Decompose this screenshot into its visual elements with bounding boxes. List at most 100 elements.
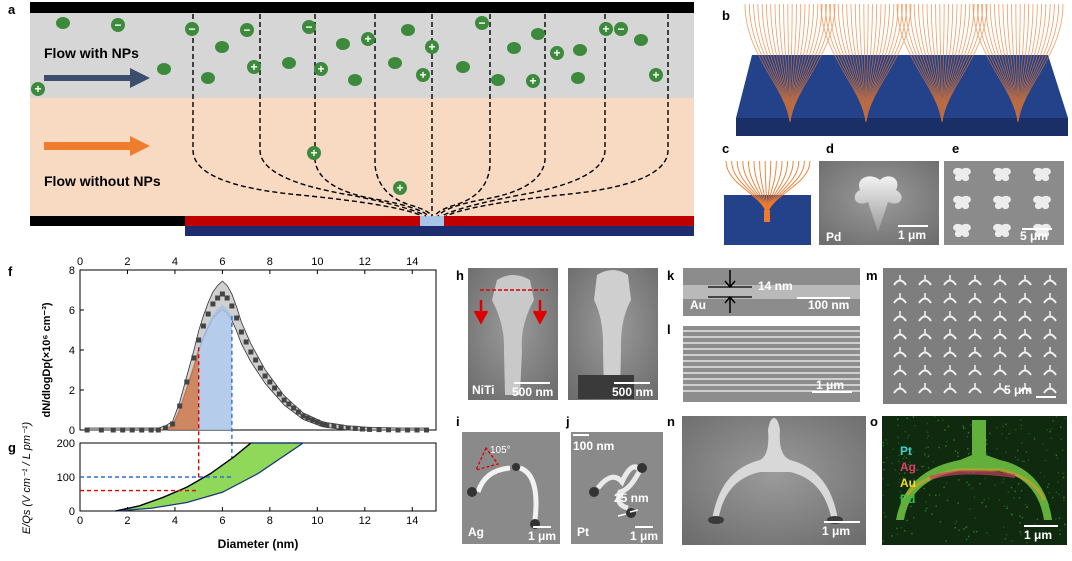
- scale-o: 1 μm: [1024, 528, 1052, 542]
- f-data-point: [324, 422, 330, 428]
- f-data-point: [215, 295, 221, 301]
- f-envelope: [86, 280, 427, 431]
- f-data-point: [359, 426, 365, 432]
- f-data-point: [210, 301, 216, 307]
- panel-m: m 5 μm: [866, 268, 1067, 404]
- material-niti: NiTi: [472, 383, 494, 397]
- scale-j-top: 100 nm: [573, 439, 614, 453]
- sem-image-l: [683, 326, 860, 402]
- f-data-point: [234, 315, 240, 321]
- material-ag: Ag: [468, 525, 484, 539]
- nanostructure: [993, 167, 1011, 182]
- f-data-point: [295, 409, 301, 415]
- f-data-point: [257, 365, 263, 371]
- svg-text:−: −: [617, 22, 624, 36]
- f-data-point: [345, 425, 351, 431]
- f-top-tick-label: 10: [311, 256, 323, 268]
- f-data-point: [110, 427, 116, 433]
- nanostructure: [1033, 195, 1051, 210]
- f-data-point: [319, 421, 325, 427]
- svg-text:+: +: [34, 82, 41, 96]
- f-data-point: [376, 427, 382, 433]
- g-x-tick-label: 2: [124, 515, 130, 527]
- f-data-point: [129, 427, 135, 433]
- panel-label-h: h: [456, 268, 464, 283]
- thickness-label: 14 nm: [758, 279, 793, 293]
- g-ylabel: E/Qs (V cm⁻¹ / L pm⁻¹): [21, 422, 33, 535]
- f-data-point: [219, 291, 225, 297]
- f-data-point: [414, 427, 420, 433]
- gap-label: 25 nm: [614, 491, 649, 505]
- f-y-tick-label: 0: [69, 425, 75, 437]
- f-data-point: [386, 427, 392, 433]
- flow-without-nps-label: Flow without NPs: [44, 173, 161, 189]
- f-data-point: [200, 323, 206, 329]
- nanoparticles: [56, 17, 648, 86]
- f-data-point: [84, 427, 90, 433]
- arrow-without-nps: [44, 136, 150, 156]
- flow-with-nps-label: Flow with NPs: [44, 45, 139, 61]
- panel-label-b: b: [722, 8, 730, 23]
- f-top-tick-label: 12: [359, 256, 371, 268]
- f-data-point: [272, 385, 278, 391]
- scale-l: 1 μm: [816, 378, 844, 392]
- f-data-point: [98, 427, 104, 433]
- g-x-tick-label: 12: [359, 515, 371, 527]
- f-data-point: [395, 427, 401, 433]
- streamlines: [192, 14, 669, 217]
- material-pd: Pd: [826, 230, 841, 244]
- scale-h-right: 500 nm: [612, 385, 653, 399]
- deposition-hole: [420, 216, 444, 226]
- f-data-point: [224, 295, 230, 301]
- f-top-tick-label: 8: [267, 256, 273, 268]
- svg-text:+: +: [553, 46, 560, 60]
- panel-label-c: c: [722, 141, 729, 156]
- svg-text:−: −: [478, 16, 485, 30]
- svg-text:−: −: [114, 18, 121, 32]
- f-top-tick-label: 2: [124, 256, 130, 268]
- f-ylabel: dN/dlogDp(×10⁶ cm⁻³): [41, 302, 53, 417]
- svg-text:+: +: [396, 181, 403, 195]
- svg-text:+: +: [317, 62, 324, 76]
- svg-text:−: −: [305, 20, 312, 34]
- f-data-point: [184, 379, 190, 385]
- svg-text:+: +: [602, 22, 609, 36]
- nanostructure: [953, 223, 971, 238]
- nanostructure: [953, 195, 971, 210]
- g-x-tick-label: 10: [311, 515, 323, 527]
- scale-k: 100 nm: [808, 298, 849, 312]
- f-data-point: [291, 405, 297, 411]
- eds-legend-au: Au: [900, 476, 916, 490]
- f-data-point: [405, 427, 411, 433]
- f-data-point: [310, 417, 316, 423]
- f-data-point: [281, 397, 287, 403]
- panel-h: h NiTi 500 nm 500 nm: [456, 268, 658, 400]
- panel-k: k 14 nm Au 100 nm: [667, 268, 860, 316]
- g-x-tick-label: 8: [267, 515, 273, 527]
- f-data-point: [367, 426, 373, 432]
- g-x-tick-label: 14: [406, 515, 418, 527]
- scale-m: 5 μm: [1004, 383, 1032, 397]
- panel-label-o: o: [870, 414, 878, 429]
- nanostructure: [1033, 167, 1051, 182]
- f-data-point: [238, 329, 244, 335]
- f-top-tick-label: 6: [219, 256, 225, 268]
- nanostructure: [993, 195, 1011, 210]
- f-data-point: [300, 413, 306, 419]
- f-data-point: [162, 425, 168, 431]
- f-data-point: [229, 303, 235, 309]
- f-data-point: [424, 427, 430, 433]
- f-top-tick-label: 0: [77, 256, 83, 268]
- panel-label-n: n: [667, 414, 675, 429]
- g-y-tick-label: 200: [57, 438, 75, 450]
- panel-label-e: e: [952, 141, 959, 156]
- f-data-point: [276, 391, 282, 397]
- panel-l: l 1 μm: [667, 322, 860, 402]
- g-x-tick-label: 6: [219, 515, 225, 527]
- svg-text:−: −: [243, 23, 250, 37]
- f-y-tick-label: 6: [69, 305, 75, 317]
- svg-text:+: +: [419, 68, 426, 82]
